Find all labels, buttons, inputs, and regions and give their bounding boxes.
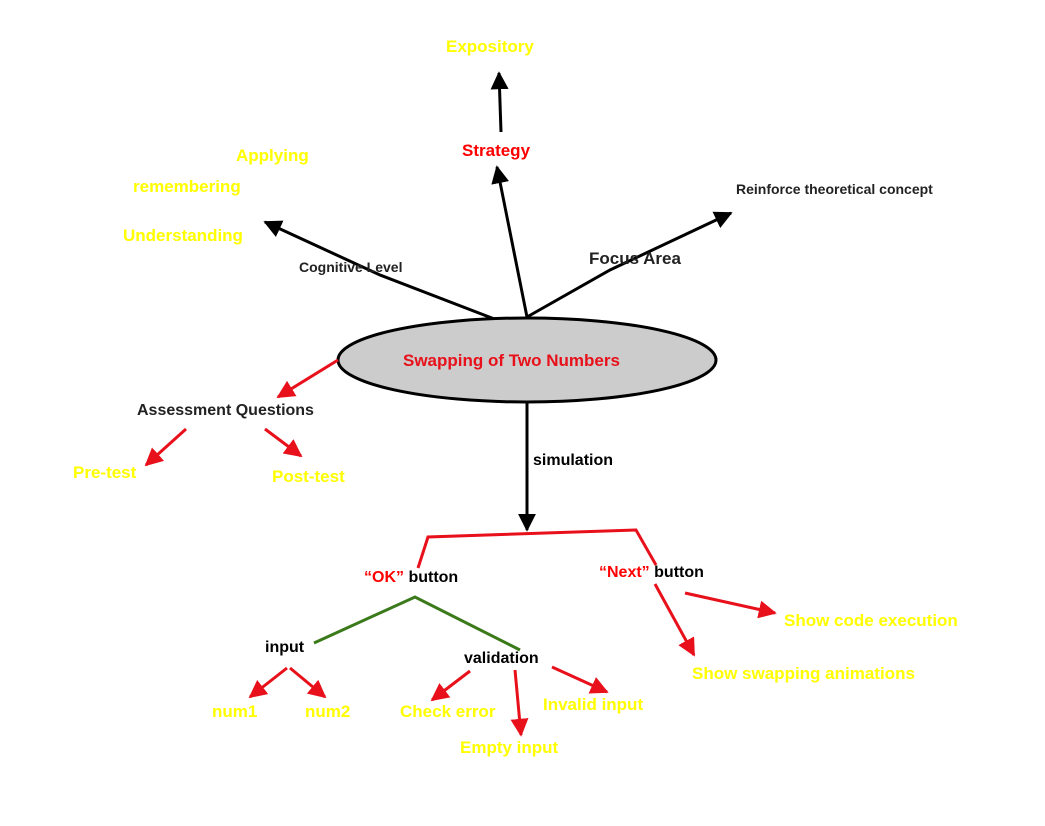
center-topic-label: Swapping of Two Numbers [403,351,620,370]
simulation-bracket [416,528,658,569]
arrow-center-to-cognitive [263,220,498,322]
cognitive-level-remembering: remembering [133,177,241,196]
arrow-next-to-animation [653,583,696,657]
ok-button-node: “OK” button [364,570,458,586]
check-error-label: Check error [400,702,496,721]
empty-input-label: Empty input [460,738,559,757]
cognitive-level-applying: Applying [236,146,309,165]
arrow-assessment-to-posttest [264,427,303,458]
assessment-questions-label: Assessment Questions [137,402,314,419]
expository-label: Expository [446,37,534,56]
num1-label: num1 [212,702,258,721]
arrow-validation-to-check [430,669,471,702]
invalid-input-label: Invalid input [543,695,644,714]
arrow-input-to-num2 [289,666,327,699]
input-label: input [265,639,305,656]
arrow-validation-to-invalid [551,665,609,694]
arrow-input-to-num1 [248,666,288,699]
arrow-center-to-strategy [491,165,529,318]
ok-button-word: button [408,569,459,586]
arrow-validation-to-empty [510,669,529,737]
cognitive-level-label: Cognitive Level [299,259,403,275]
show-code-execution-label: Show code execution [784,611,958,630]
post-test-label: Post-test [272,467,345,486]
ok-branch-lines [313,595,521,652]
focus-area-label: Focus Area [589,249,681,268]
strategy-label: Strategy [462,141,531,160]
num2-label: num2 [305,702,351,721]
show-swapping-animations-label: Show swapping animations [692,664,915,683]
arrow-center-to-assessment [276,358,339,399]
ok-quoted: “OK” [364,569,404,586]
next-button-word: button [654,564,704,581]
arrow-next-to-code [684,591,777,619]
next-button-node: “Next” button [599,565,704,581]
arrow-assessment-to-pretest [144,427,188,467]
simulation-label: simulation [533,452,614,469]
validation-label: validation [464,650,539,667]
next-quoted: “Next” [599,564,650,581]
pre-test-label: Pre-test [73,463,137,482]
arrow-strategy-to-expository [490,71,509,133]
reinforce-label: Reinforce theoretical concept [736,181,933,197]
cognitive-level-understanding: Understanding [123,226,243,245]
arrow-center-to-focus [526,211,733,319]
